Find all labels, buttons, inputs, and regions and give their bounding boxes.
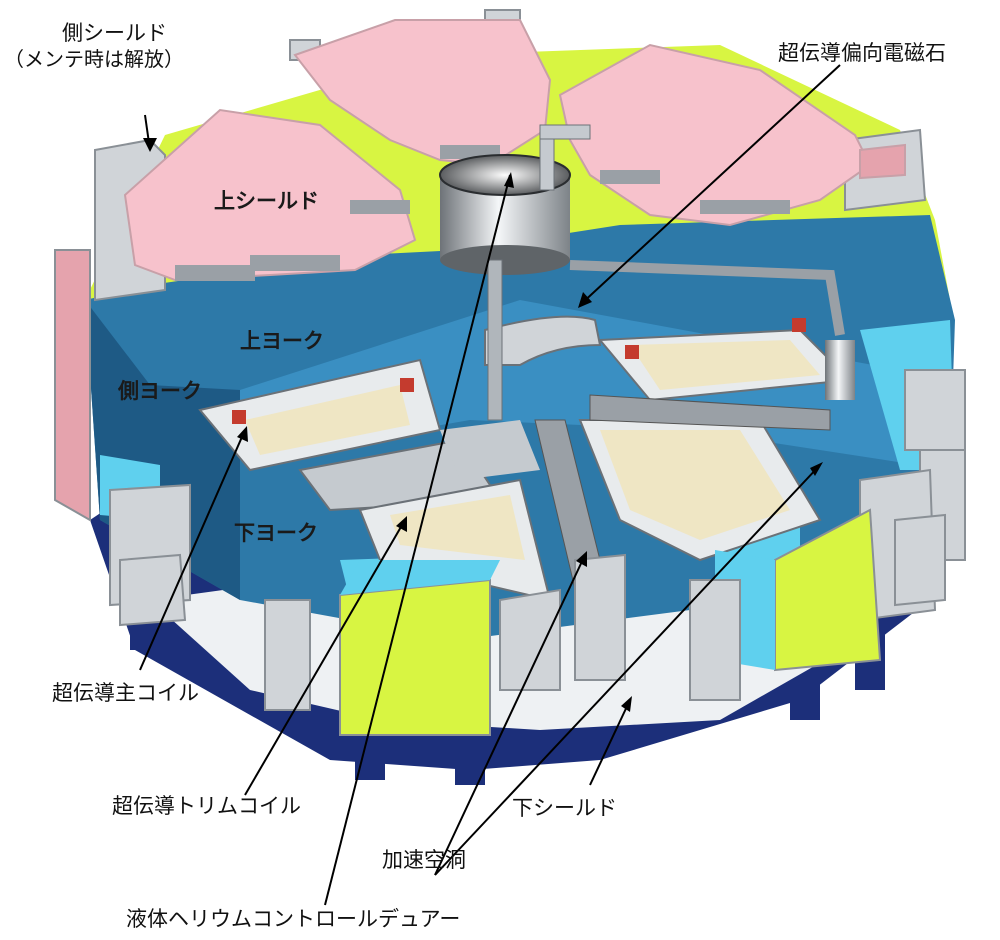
deflector-magnet bbox=[484, 315, 602, 366]
coil-blocks bbox=[232, 318, 806, 424]
label-upper-yoke: 上ヨーク bbox=[240, 329, 324, 353]
label-lhe-dewar: 液体ヘリウムコントロールデュアー bbox=[126, 907, 461, 931]
label-sc-trim-coil: 超伝導トリムコイル bbox=[112, 794, 301, 818]
label-lower-yoke: 下ヨーク bbox=[234, 521, 318, 545]
leader-lines bbox=[139, 64, 841, 906]
lhe-dewar-cylinder bbox=[439, 124, 591, 421]
transfer-pipe bbox=[569, 260, 845, 336]
label-sc-deflector: 超伝導偏向電磁石 bbox=[778, 41, 946, 65]
label-side-shield-note: （メンテ時は解放） bbox=[4, 47, 184, 71]
label-side-yoke: 側ヨーク bbox=[118, 379, 202, 403]
label-upper-shield: 上シールド bbox=[214, 189, 319, 213]
stepped-edges bbox=[175, 145, 790, 281]
front-blocks bbox=[264, 508, 882, 736]
label-side-shield: 側シールド bbox=[62, 21, 167, 45]
label-rf-cavity: 加速空洞 bbox=[382, 848, 466, 872]
sector-magnets bbox=[198, 328, 853, 602]
label-lower-shield: 下シールド bbox=[512, 796, 617, 820]
small-dewar bbox=[825, 340, 855, 400]
label-sc-main-coil: 超伝導主コイル bbox=[52, 681, 199, 705]
arrow-heads bbox=[143, 138, 823, 712]
